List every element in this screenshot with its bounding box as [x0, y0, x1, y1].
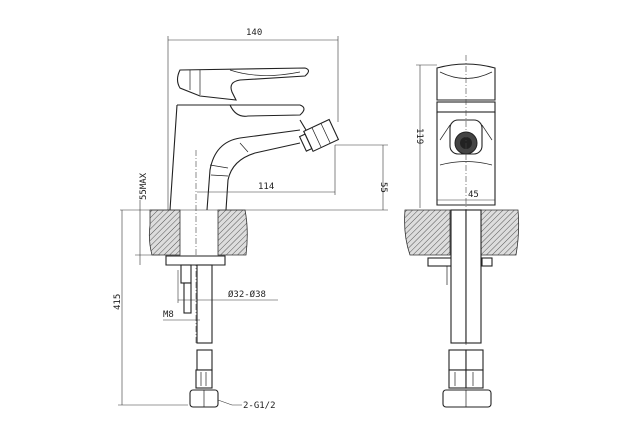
side-hose-left [450, 209, 467, 344]
supply-hose [196, 264, 213, 344]
side-hose-right [465, 209, 482, 344]
front-view: 140 114 55 55MAX 415 Ø32-Ø38 M8 2-G1/2 [113, 28, 388, 411]
dim-connection: 2-G1/2 [243, 401, 276, 411]
dim-119: 119 [414, 128, 424, 144]
dim-140: 140 [246, 28, 262, 38]
lever-handle [176, 67, 310, 101]
side-view: 119 45 [404, 55, 520, 408]
countertop-right [217, 209, 248, 256]
faucet-body [169, 104, 313, 211]
side-body [436, 112, 496, 206]
spout [206, 129, 301, 211]
dim-m8: M8 [163, 310, 174, 320]
dim-114: 114 [258, 182, 274, 192]
mounting-nut [165, 255, 226, 266]
countertop-side-left [404, 209, 451, 256]
dim-55: 55 [378, 182, 388, 193]
dim-415: 415 [113, 294, 123, 310]
aerator [298, 118, 340, 153]
side-hose-nuts [442, 389, 492, 408]
dim-55max: 55MAX [139, 172, 149, 200]
dim-45: 45 [468, 190, 479, 200]
dim-hole-diameter: Ø32-Ø38 [228, 289, 266, 300]
countertop-side-right [480, 209, 520, 256]
countertop-left [148, 209, 181, 256]
